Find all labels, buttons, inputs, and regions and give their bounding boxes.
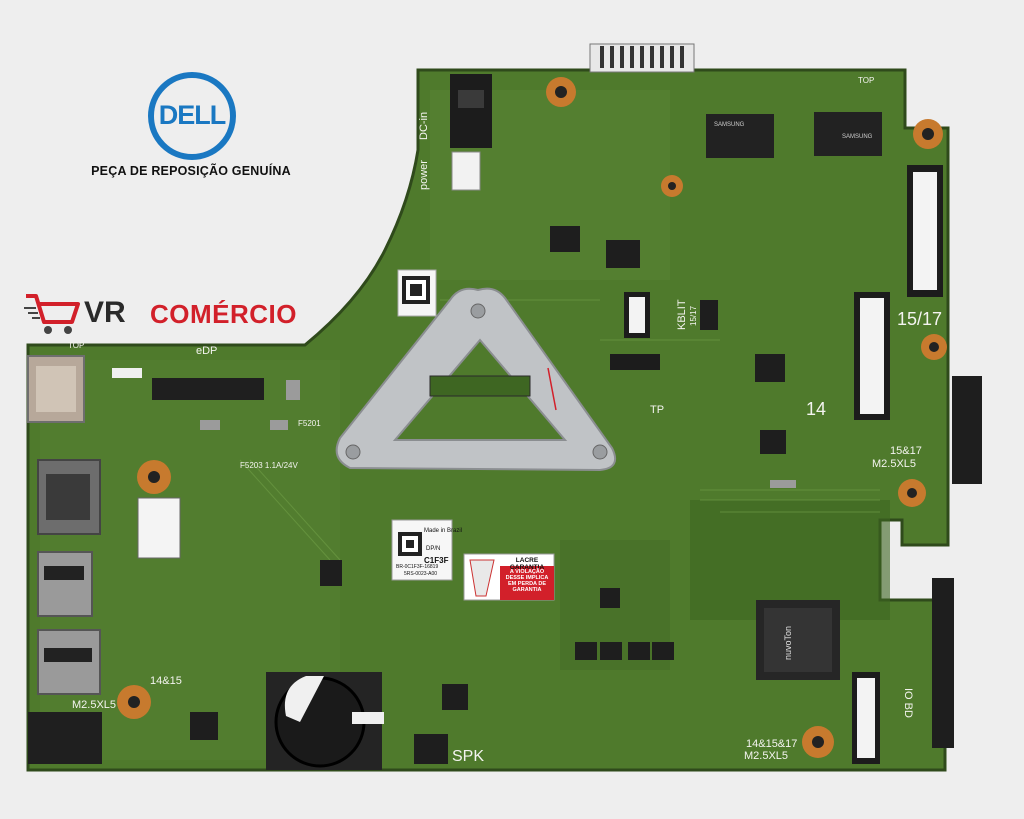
label-spk: SPK <box>452 748 485 765</box>
label-tp: TP <box>650 404 665 416</box>
shopping-cart-icon <box>24 294 80 334</box>
usb-port-1 <box>37 551 93 617</box>
dpn-made-in: Made in Brazil <box>424 528 463 534</box>
white-socket <box>137 497 181 559</box>
ram-chip-2 <box>814 112 882 156</box>
label-screw-1415: 14&15 <box>150 675 182 687</box>
warranty-text: A VIOLAÇÃO DESSE IMPLICA EM PERDA DE GAR… <box>505 569 549 594</box>
mounting-holes <box>117 77 947 758</box>
label-top-right: TOP <box>858 76 875 85</box>
label-power: power <box>418 160 430 190</box>
audio-jack <box>28 712 102 764</box>
label-screw-spec-3: M2.5XL5 <box>744 750 789 762</box>
ram-chip-1 <box>706 114 774 158</box>
warranty-head: LACRE GARANTIA <box>509 557 545 571</box>
label-screw-spec-1: M2.5XL5 <box>872 458 917 470</box>
genuine-part-tagline: PEÇA DE REPOSIÇÃO GENUÍNA <box>91 164 291 178</box>
label-fuse-2: F5201 <box>298 419 321 428</box>
label-top-left: TOP <box>68 341 85 350</box>
label-14: 14 <box>806 399 827 419</box>
dell-logo <box>148 72 236 160</box>
label-edp: eDP <box>196 345 218 357</box>
dell-logo-text: DELL <box>158 100 227 130</box>
label-screw-1517: 15&17 <box>890 445 922 457</box>
sata-connector <box>932 578 954 748</box>
label-1517: 15/17 <box>897 309 943 329</box>
seller-name-part1: VR <box>84 296 126 329</box>
ram-1-label: SAMSUNG <box>714 122 745 128</box>
ram-2-label: SAMSUNG <box>842 134 873 140</box>
label-screw-141517: 14&15&17 <box>746 738 798 750</box>
dpn-label: DP/N <box>426 546 441 552</box>
label-kblit-sizes: 15/17 <box>689 305 698 326</box>
seller-logo: VR COMÉRCIO <box>24 290 329 338</box>
label-dc-in: DC-in <box>418 111 430 140</box>
dc-in-jack <box>450 74 492 148</box>
dpn-code: BR-0C1F3F-16819 <box>396 564 439 570</box>
dpn-value: C1F3F <box>424 556 449 565</box>
seller-name-part2: COMÉRCIO <box>150 299 297 329</box>
dpn-sub: 5RS-0023-A00 <box>404 571 438 577</box>
label-kblit: KBLIT <box>676 299 688 330</box>
side-connector-right <box>952 376 982 484</box>
ec-chip-label: nuvoTon <box>783 625 793 660</box>
label-io-bd: IO BD <box>902 688 914 718</box>
label-fuse: F5203 1.1A/24V <box>240 461 298 470</box>
edp-connector <box>152 378 264 400</box>
label-screw-spec-2: M2.5XL5 <box>72 699 117 711</box>
